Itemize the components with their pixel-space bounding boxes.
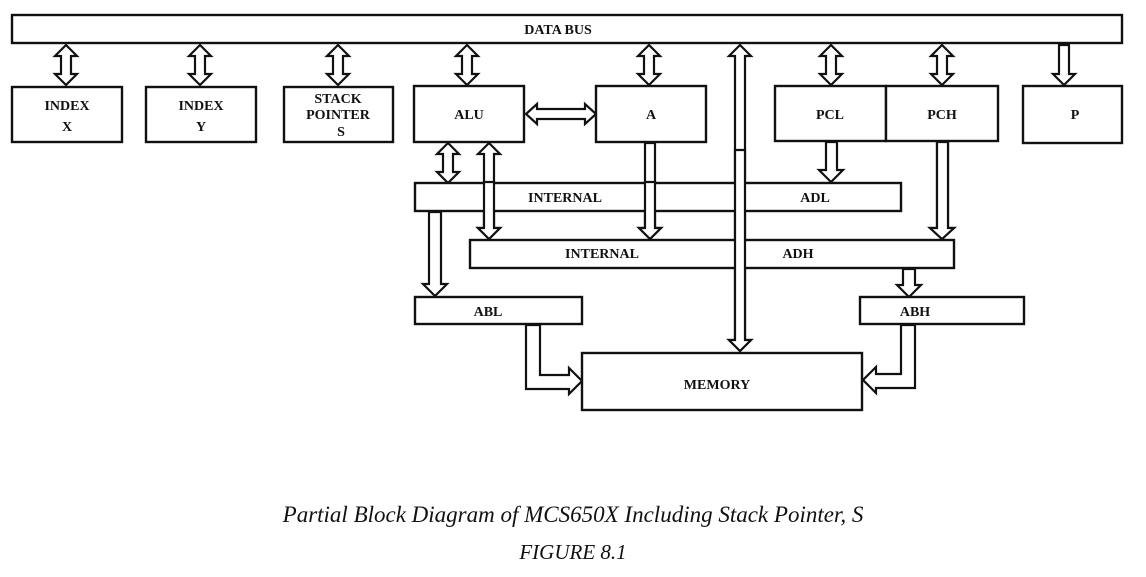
internal-adh-label-left: INTERNAL <box>565 247 639 262</box>
index-x-label-2: X <box>62 120 72 135</box>
index-y-label-2: Y <box>196 120 206 135</box>
alu-adl-arrow <box>434 141 462 185</box>
a-label: A <box>646 108 657 123</box>
pcl-adl-arrow <box>816 140 846 184</box>
abh-label: ABH <box>900 305 930 320</box>
p-label: P <box>1071 108 1080 123</box>
data-bus-label: DATA BUS <box>524 23 592 38</box>
abl-label: ABL <box>474 305 503 320</box>
bus-a-arrow <box>635 43 663 87</box>
pch-label: PCH <box>927 108 957 123</box>
adl-abl-arrow <box>420 210 450 298</box>
abl-memory-arrow <box>524 323 584 397</box>
internal-adl-label-left: INTERNAL <box>528 191 602 206</box>
register-alu: ALU <box>412 84 526 144</box>
alu-label: ALU <box>454 108 484 123</box>
bus-memory-arrow-overlay <box>726 148 754 353</box>
figure-number: FIGURE 8.1 <box>519 540 627 564</box>
index-x-label-1: INDEX <box>44 99 89 114</box>
register-stack-pointer: STACK POINTER S <box>282 85 395 144</box>
memory-block: MEMORY <box>580 351 864 412</box>
bus-p-arrow <box>1050 43 1078 87</box>
bus-arrows <box>52 43 1078 353</box>
internal-adh-label-right: ADH <box>782 247 813 262</box>
bus-index-x-arrow <box>52 43 80 87</box>
abh-register: ABH <box>858 295 1026 326</box>
index-y-label-1: INDEX <box>178 99 223 114</box>
bus-pcl-arrow <box>817 43 845 87</box>
abl-register: ABL <box>413 295 584 326</box>
memory-label: MEMORY <box>684 378 750 393</box>
register-pcl: PCL <box>773 84 888 143</box>
bus-alu-arrow <box>453 43 481 87</box>
register-index-x: INDEX X <box>10 85 124 144</box>
stack-pointer-label-3: S <box>337 125 345 140</box>
stack-pointer-label-2: POINTER <box>306 108 371 123</box>
a-adh-arrow-overlay <box>636 180 664 241</box>
pcl-label: PCL <box>816 108 844 123</box>
internal-adl-label-right: ADL <box>800 191 830 206</box>
register-index-y: INDEX Y <box>144 85 258 144</box>
bus-stack-pointer-arrow <box>324 43 352 87</box>
pch-adh-overlay <box>927 140 957 241</box>
figure-caption-title: Partial Block Diagram of MCS650X Includi… <box>282 502 864 527</box>
adh-abh-arrow <box>894 267 924 299</box>
stack-pointer-label-1: STACK <box>314 92 361 107</box>
register-a: A <box>594 84 708 144</box>
bus-pch-arrow <box>928 43 956 87</box>
internal-adh-bus: INTERNAL ADH <box>468 238 956 270</box>
bus-index-y-arrow <box>186 43 214 87</box>
data-bus: DATA BUS <box>10 13 1124 45</box>
register-pch: PCH <box>884 84 1000 143</box>
alu-a-arrow <box>524 101 598 127</box>
abh-memory-arrow <box>861 323 917 396</box>
internal-adl-bus: INTERNAL ADL <box>413 181 903 213</box>
register-p: P <box>1021 84 1124 145</box>
alu-adh-arrow-overlay <box>475 180 503 241</box>
